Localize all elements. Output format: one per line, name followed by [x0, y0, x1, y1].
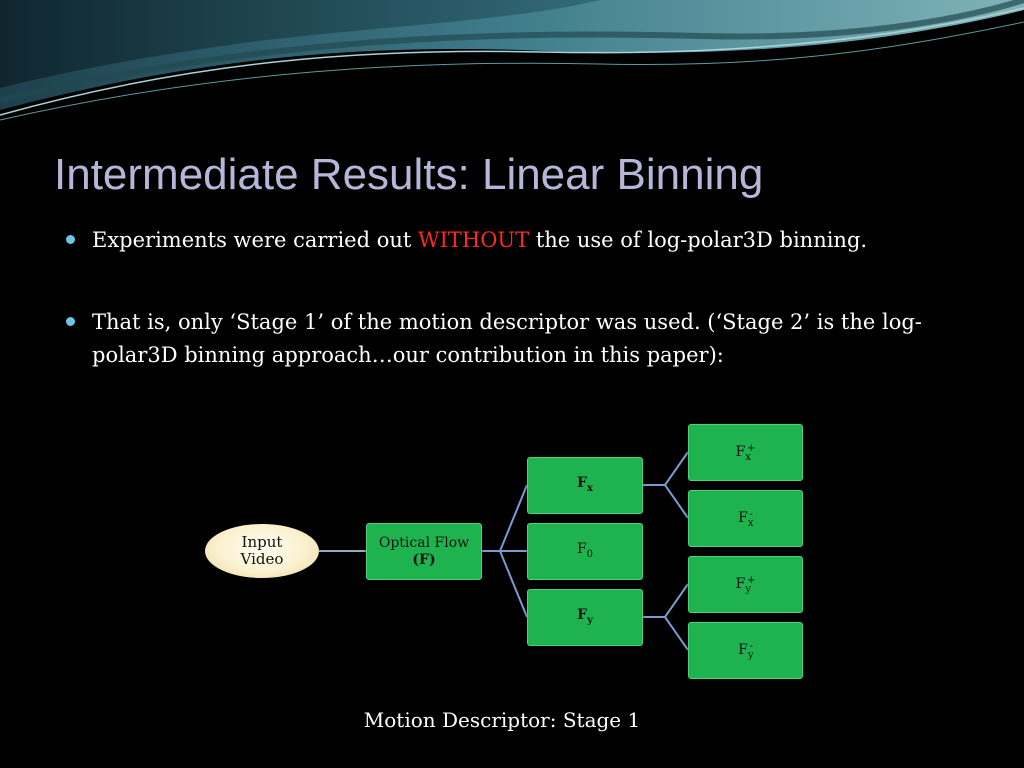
- node-optical-flow: Optical Flow(F): [366, 523, 482, 580]
- node-fx-minus: Fx-: [688, 490, 803, 547]
- bullet-dot-icon: [66, 235, 75, 244]
- bullet-text: Experiments were carried out WITHOUT the…: [92, 228, 868, 252]
- node-fy-minus: Fy-: [688, 622, 803, 679]
- bullet-dot-icon: [66, 317, 75, 326]
- node-fy: Fy: [527, 589, 643, 646]
- node-fy-plus: Fy+: [688, 556, 803, 613]
- bullet-text: That is, only ‘Stage 1’ of the motion de…: [92, 310, 922, 367]
- highlight-without: WITHOUT: [418, 228, 530, 252]
- decorative-wave-header: [0, 0, 1024, 121]
- diagram-caption: Motion Descriptor: Stage 1: [363, 708, 641, 732]
- node-fx: Fx: [527, 457, 643, 514]
- node-f0: F0: [527, 523, 643, 580]
- node-fx-plus: Fx+: [688, 424, 803, 481]
- slide-title: Intermediate Results: Linear Binning: [54, 150, 764, 199]
